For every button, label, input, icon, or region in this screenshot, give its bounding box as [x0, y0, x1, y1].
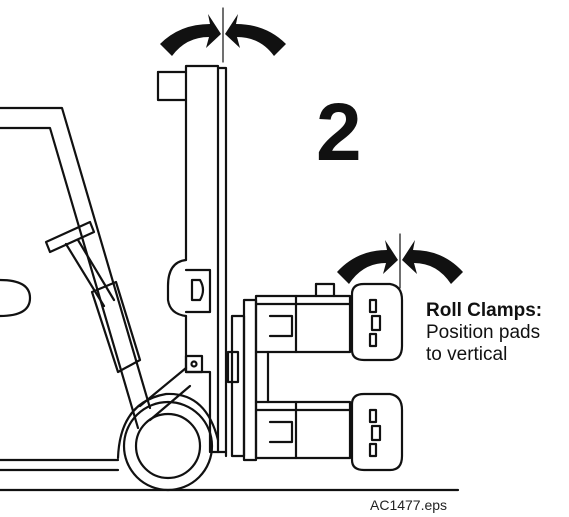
upper-clamp-pad: [350, 282, 404, 362]
carriage: [226, 298, 258, 462]
upper-converging-arrows-icon: [160, 14, 286, 56]
mast: [156, 64, 228, 458]
callout-line-2: to vertical: [426, 344, 508, 365]
upper-clamp-arm: [254, 282, 352, 404]
file-label: AC1477.eps: [370, 497, 448, 513]
callout-line-1: Position pads: [426, 322, 541, 343]
lower-clamp-arm: [254, 400, 352, 460]
forklift-cab: [0, 106, 152, 472]
roll-clamps-callout: Roll Clamps: Position pads to vertical: [426, 300, 566, 366]
front-wheel: [116, 392, 220, 492]
callout-title: Roll Clamps:: [426, 300, 543, 321]
lower-clamp-pad: [350, 392, 404, 472]
steering-column: [44, 220, 142, 374]
step-number: 2: [316, 87, 362, 178]
lower-converging-arrows-icon: [337, 240, 463, 284]
